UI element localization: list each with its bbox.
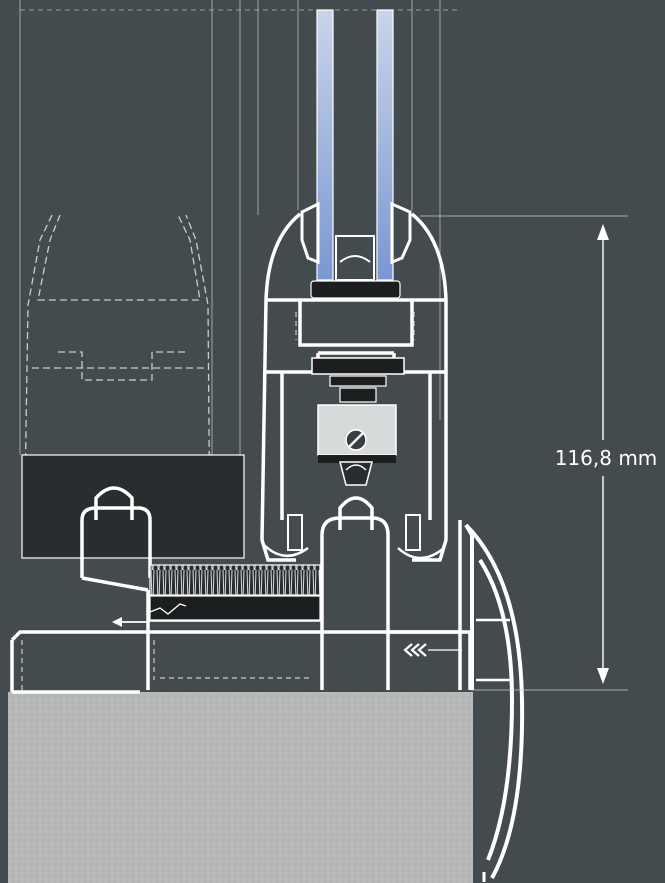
drainage-arrow-icon [112,603,187,627]
sash-hidden-lines [295,312,415,340]
roller-carriage [311,357,405,486]
concrete-sill [8,692,473,883]
sash-base-gaskets [263,514,445,560]
double-glazing [310,9,401,299]
reference-lines [19,0,460,455]
glazing-gaskets [300,201,412,265]
height-dimension: 116,8 mm [420,215,665,691]
glass-pane-right [376,9,394,281]
frame-hidden-lines [21,640,310,690]
outer-cover-profile [464,523,525,882]
spacer-bar [335,235,375,281]
glass-pane-left [316,9,334,281]
airflow-chevrons-icon [403,643,462,657]
glazing-block [310,280,401,299]
brush-seal-icon [149,564,321,621]
dimension-label: 116,8 mm [555,446,658,470]
screw-icon [345,429,367,451]
